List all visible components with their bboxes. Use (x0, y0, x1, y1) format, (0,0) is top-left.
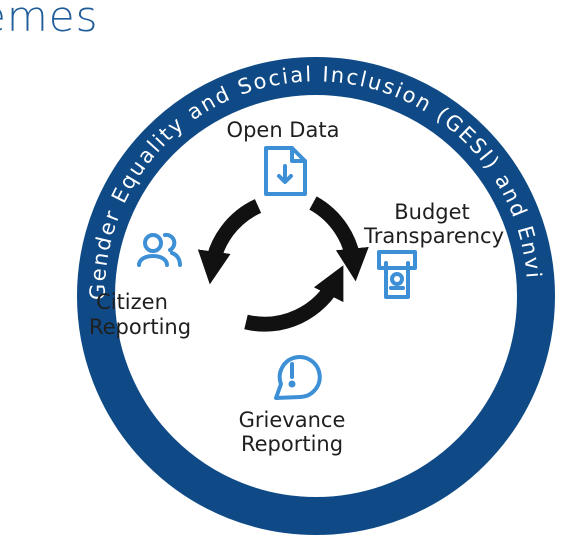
grievance-label-line1: Grievance (239, 408, 346, 432)
node-citizen-reporting: Citizen Reporting (89, 232, 191, 339)
users-icon (137, 232, 182, 267)
node-grievance-reporting: Grievance Reporting (239, 355, 346, 456)
node-open-data: Open Data (227, 118, 340, 196)
cycle-arrows (197, 196, 369, 332)
document-download-icon (264, 146, 307, 196)
arrow-open-to-citizen (197, 199, 262, 285)
node-budget-transparency: Budget Transparency (363, 200, 504, 299)
atm-cash-icon (377, 250, 417, 299)
chat-alert-icon (274, 355, 322, 400)
arrow-open-to-budget (309, 196, 369, 282)
gesi-ring (77, 57, 555, 535)
open-data-label: Open Data (227, 118, 340, 142)
budget-label-line2: Transparency (363, 224, 504, 248)
budget-label-line1: Budget (394, 200, 470, 224)
citizen-label-line1: Citizen (96, 290, 168, 314)
citizen-label-line2: Reporting (89, 315, 191, 339)
arrow-citizen-to-budget (244, 265, 344, 332)
grievance-label-line2: Reporting (241, 432, 343, 456)
page-heading-fragment: emes (0, 0, 99, 41)
